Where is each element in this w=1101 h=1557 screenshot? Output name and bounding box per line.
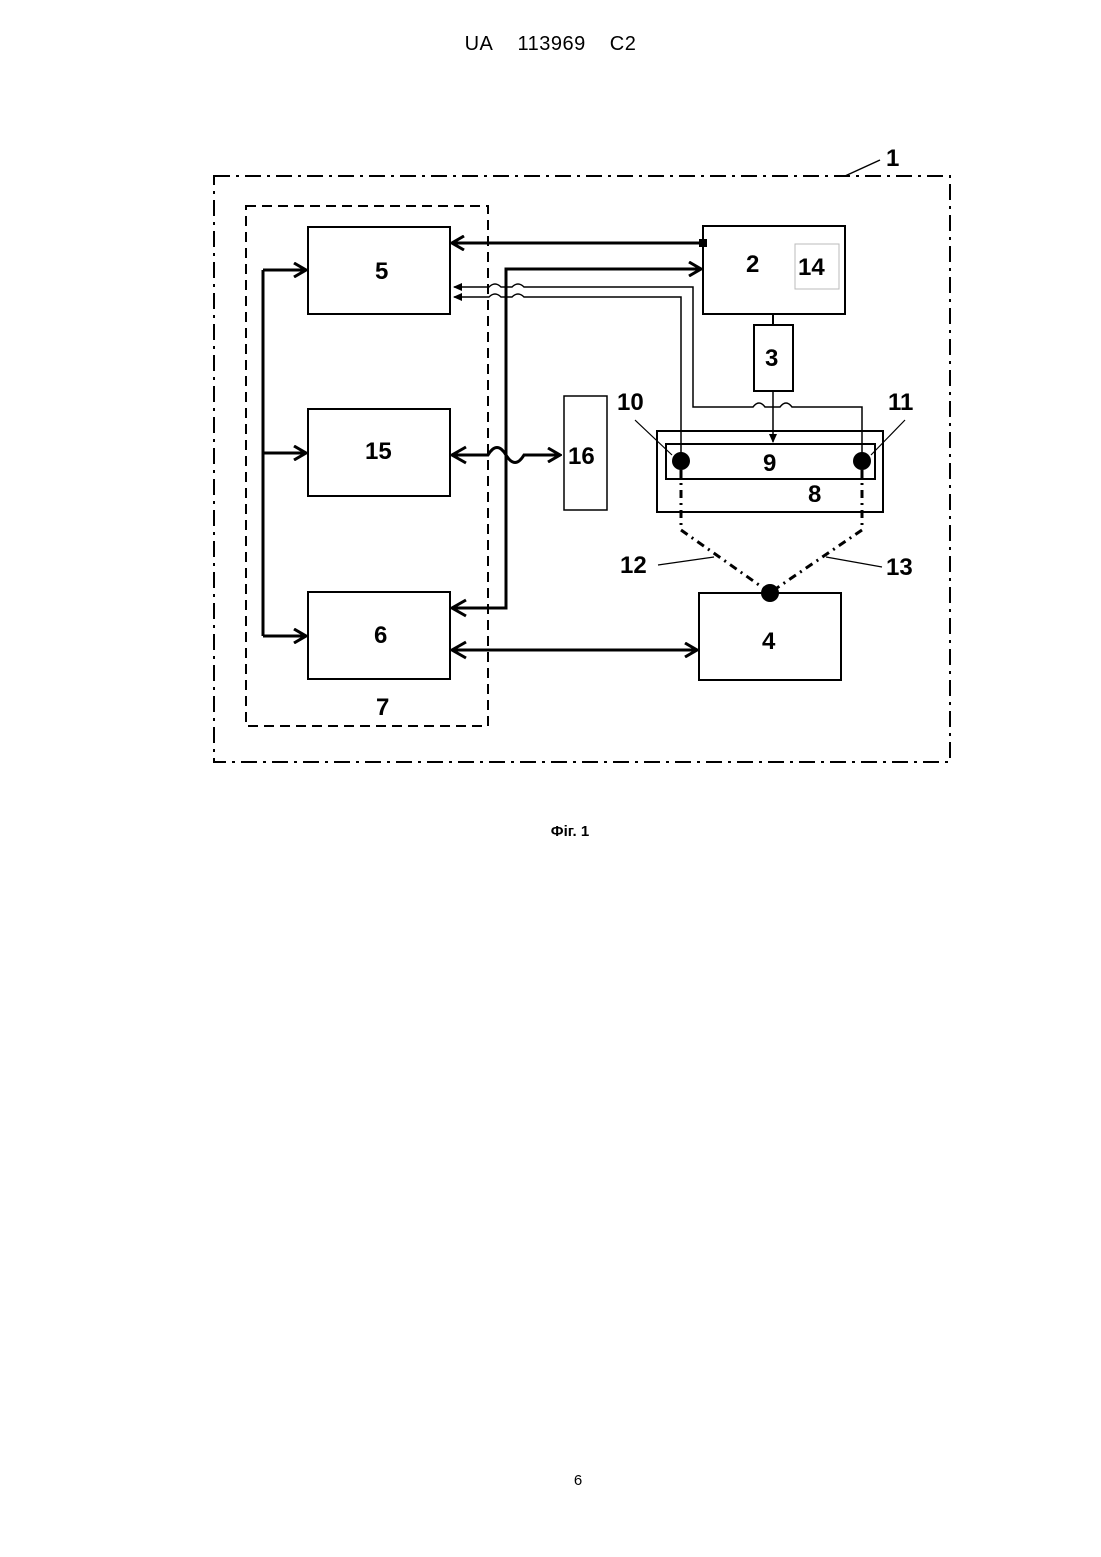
leader-line-12 (658, 557, 714, 565)
label-4: 4 (762, 628, 776, 655)
label-12: 12 (620, 552, 647, 579)
label-8: 8 (808, 481, 821, 508)
label-7: 7 (376, 694, 389, 721)
label-9: 9 (763, 450, 776, 477)
label-2: 2 (746, 251, 759, 278)
label-6: 6 (374, 622, 387, 649)
label-14: 14 (798, 254, 825, 281)
leader-line-1 (845, 160, 880, 176)
junction-4 (761, 584, 779, 602)
label-16: 16 (568, 443, 595, 470)
leader-line-13 (826, 557, 882, 567)
sensor-10 (672, 452, 690, 470)
figure-caption: Фіг. 1 (0, 823, 1101, 840)
junction-2 (699, 239, 707, 247)
label-3: 3 (765, 345, 778, 372)
label-11: 11 (888, 389, 913, 416)
sensor-11 (853, 452, 871, 470)
label-15: 15 (365, 438, 392, 465)
page-number: 6 (0, 1472, 1101, 1489)
block-diagram: 1 2 14 3 5 15 16 6 7 9 8 10 11 12 13 4 (0, 0, 1101, 820)
label-10: 10 (617, 389, 644, 416)
label-1: 1 (886, 145, 899, 172)
label-13: 13 (886, 554, 913, 581)
label-5: 5 (375, 258, 388, 285)
